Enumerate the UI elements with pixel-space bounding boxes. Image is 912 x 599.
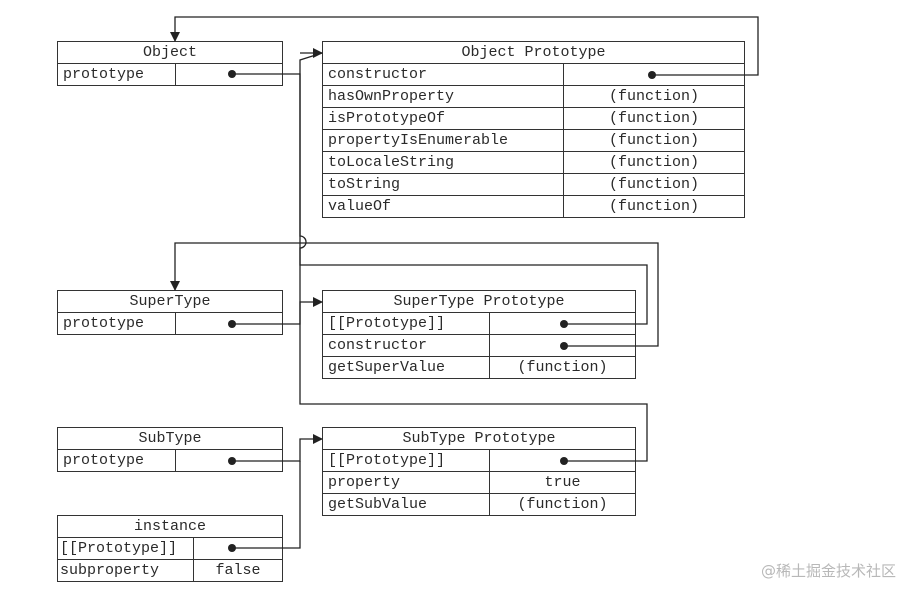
row-key: prototype bbox=[58, 64, 176, 86]
object-prototype-box-title: Object Prototype bbox=[323, 42, 744, 64]
subtype-prototype-connector bbox=[232, 434, 323, 462]
row-key: prototype bbox=[58, 450, 176, 472]
table-row: getSubValue (function) bbox=[323, 494, 635, 516]
supertype-box-title: SuperType bbox=[58, 291, 282, 313]
table-row: [[Prototype]] bbox=[323, 450, 635, 472]
row-value: (function) bbox=[608, 88, 699, 105]
row-key: toString bbox=[323, 174, 564, 195]
table-row: subproperty false bbox=[58, 560, 282, 582]
object-prototype-connector bbox=[232, 73, 307, 324]
row-value: (function) bbox=[608, 110, 699, 127]
row-value: true bbox=[544, 474, 581, 491]
row-key: getSubValue bbox=[323, 494, 490, 516]
subtype-box-title: SubType bbox=[58, 428, 282, 450]
row-key: getSuperValue bbox=[323, 357, 490, 379]
supertype-prototype-connector bbox=[232, 297, 323, 325]
row-value: (function) bbox=[608, 154, 699, 171]
table-row: [[Prototype]] bbox=[323, 313, 635, 335]
table-row: toString (function) bbox=[323, 174, 744, 196]
row-value: false bbox=[215, 562, 261, 579]
watermark-text: @稀土掘金技术社区 bbox=[760, 562, 896, 580]
subtype-prototype-box: SubType Prototype [[Prototype]] property… bbox=[322, 427, 636, 516]
pointer-dot bbox=[228, 544, 236, 552]
row-value: (function) bbox=[517, 359, 608, 376]
table-row: propertyIsEnumerable (function) bbox=[323, 130, 744, 152]
supertype-box: SuperType prototype bbox=[57, 290, 283, 335]
object-prototype-box: Object Prototype constructor hasOwnPrope… bbox=[322, 41, 745, 218]
supertype-prototype-row: prototype bbox=[58, 313, 282, 335]
row-key: toLocaleString bbox=[323, 152, 564, 173]
row-value: (function) bbox=[608, 198, 699, 215]
instance-box-title: instance bbox=[58, 516, 282, 538]
supertype-prototype-box: SuperType Prototype [[Prototype]] constr… bbox=[322, 290, 636, 379]
pointer-dot bbox=[560, 457, 568, 465]
pointer-dot bbox=[560, 320, 568, 328]
row-key: valueOf bbox=[323, 196, 564, 218]
row-key: [[Prototype]] bbox=[323, 313, 490, 334]
table-row: hasOwnProperty (function) bbox=[323, 86, 744, 108]
supertype-proto-link bbox=[299, 52, 648, 325]
subtype-prototype-box-title: SubType Prototype bbox=[323, 428, 635, 450]
table-row: valueOf (function) bbox=[323, 196, 744, 218]
subtype-proto-link bbox=[299, 324, 648, 462]
instance-proto-link bbox=[232, 461, 301, 549]
table-row: constructor bbox=[323, 335, 635, 357]
object-box-title: Object bbox=[58, 42, 282, 64]
object-prototype-row: prototype bbox=[58, 64, 282, 86]
row-key: subproperty bbox=[58, 560, 194, 582]
row-key: hasOwnProperty bbox=[323, 86, 564, 107]
row-key: constructor bbox=[323, 64, 564, 85]
row-key: propertyIsEnumerable bbox=[323, 130, 564, 151]
row-key: [[Prototype]] bbox=[58, 538, 194, 559]
object-box: Object prototype bbox=[57, 41, 283, 86]
row-value: (function) bbox=[608, 132, 699, 149]
table-row: [[Prototype]] bbox=[58, 538, 282, 560]
supertype-prototype-box-title: SuperType Prototype bbox=[323, 291, 635, 313]
pointer-dot bbox=[228, 457, 236, 465]
row-value: (function) bbox=[517, 496, 608, 513]
object-constructor-connector bbox=[170, 16, 759, 76]
row-key: constructor bbox=[323, 335, 490, 356]
table-row: property true bbox=[323, 472, 635, 494]
pointer-dot bbox=[228, 70, 236, 78]
table-row: toLocaleString (function) bbox=[323, 152, 744, 174]
table-row: isPrototypeOf (function) bbox=[323, 108, 744, 130]
table-row: constructor bbox=[323, 64, 744, 86]
subtype-box: SubType prototype bbox=[57, 427, 283, 472]
pointer-dot bbox=[560, 342, 568, 350]
row-value: (function) bbox=[608, 176, 699, 193]
row-key: isPrototypeOf bbox=[323, 108, 564, 129]
row-key: [[Prototype]] bbox=[323, 450, 490, 471]
pointer-dot bbox=[648, 71, 656, 79]
row-key: property bbox=[323, 472, 490, 493]
table-row: getSuperValue (function) bbox=[323, 357, 635, 379]
row-key: prototype bbox=[58, 313, 176, 335]
subtype-prototype-row: prototype bbox=[58, 450, 282, 472]
supertype-constructor-connector bbox=[170, 242, 659, 347]
pointer-dot bbox=[228, 320, 236, 328]
